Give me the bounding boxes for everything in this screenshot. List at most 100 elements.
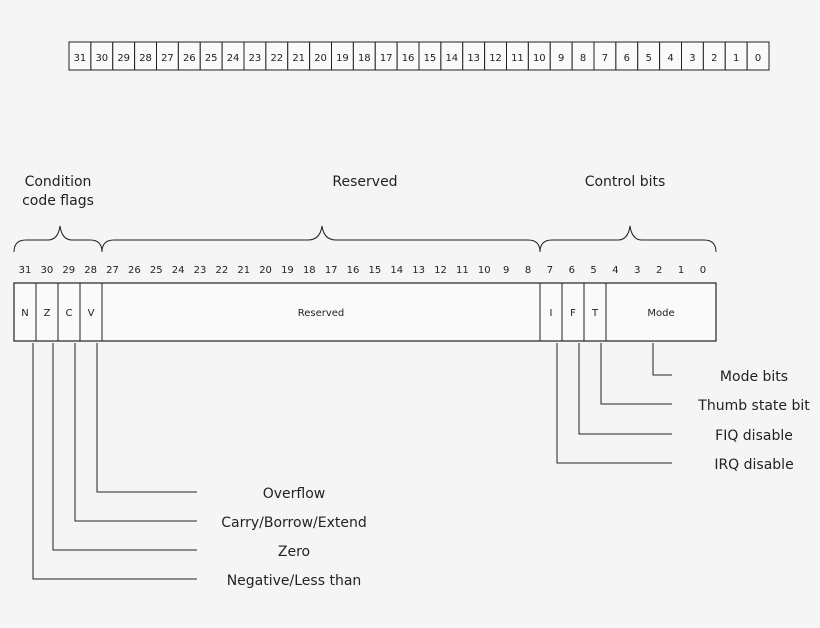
- bit-ruler-number: 24: [227, 53, 240, 64]
- bit-number-label: 27: [106, 265, 119, 276]
- bit-number-label: 29: [62, 265, 75, 276]
- condition-flags-heading-line1: Condition: [25, 174, 92, 190]
- bit-number-label: 14: [390, 265, 403, 276]
- bit-ruler-number: 3: [689, 53, 695, 64]
- bit-ruler-number: 14: [445, 53, 458, 64]
- bit-ruler-number: 0: [755, 53, 761, 64]
- bit-number-label: 7: [547, 265, 553, 276]
- bit-ruler-number: 25: [205, 53, 218, 64]
- bit-number-label: 22: [215, 265, 228, 276]
- bit-number-label: 26: [128, 265, 141, 276]
- callout-carry-borrow-extend: Carry/Borrow/Extend: [221, 515, 366, 531]
- flag-c: C: [66, 308, 73, 319]
- condition-flags-brace: [13, 225, 103, 253]
- bit-ruler-number: 23: [249, 53, 262, 64]
- bit-ruler-number: 5: [646, 53, 652, 64]
- condition-flags-heading-line2: code flags: [22, 193, 94, 209]
- bit-number-label: 6: [569, 265, 575, 276]
- bit-ruler-number: 15: [424, 53, 437, 64]
- bit-number-label: 0: [700, 265, 706, 276]
- control-bit-i: I: [550, 308, 553, 319]
- bit-number-label: 10: [478, 265, 491, 276]
- cpsr-register-box: [13, 282, 717, 342]
- bit-number-label: 23: [194, 265, 207, 276]
- bit-ruler-number: 1: [733, 53, 739, 64]
- bit-ruler-number: 12: [489, 53, 502, 64]
- bit-number-label: 20: [259, 265, 272, 276]
- bit-number-label: 4: [612, 265, 618, 276]
- leader-negative: [32, 343, 197, 580]
- bit-number-label: 2: [656, 265, 662, 276]
- bit-number-label: 25: [150, 265, 163, 276]
- control-bit-f: F: [570, 308, 576, 319]
- flag-n: N: [21, 308, 28, 319]
- bit-ruler-number: 6: [624, 53, 630, 64]
- control-bits-heading: Control bits: [585, 174, 666, 190]
- reserved-heading: Reserved: [332, 174, 397, 190]
- bit-ruler-number: 10: [533, 53, 546, 64]
- bit-ruler-number: 7: [602, 53, 608, 64]
- callout-mode-bits: Mode bits: [720, 369, 788, 385]
- callout-overflow: Overflow: [263, 486, 326, 502]
- bit-number-label: 15: [369, 265, 382, 276]
- bit-ruler-number: 2: [711, 53, 717, 64]
- bit-ruler-number: 27: [161, 53, 174, 64]
- bit-ruler-number: 13: [467, 53, 480, 64]
- bit-number-label: 3: [634, 265, 640, 276]
- bit-number-label: 17: [325, 265, 338, 276]
- bit-ruler-number: 4: [667, 53, 673, 64]
- bit-ruler-number: 21: [292, 53, 305, 64]
- bit-number-label: 5: [590, 265, 596, 276]
- bit-number-label: 16: [347, 265, 360, 276]
- leader-fiq-disable: [578, 343, 672, 435]
- bit-number-label: 13: [412, 265, 425, 276]
- reserved-field-label: Reserved: [298, 308, 345, 319]
- bit-ruler-number: 8: [580, 53, 586, 64]
- bit-ruler-cell: [746, 41, 770, 71]
- bit-ruler-number: 19: [336, 53, 349, 64]
- bit-ruler-number: 22: [270, 53, 283, 64]
- control-bits-brace: [539, 225, 717, 253]
- bit-ruler-number: 16: [402, 53, 415, 64]
- bit-number-label: 1: [678, 265, 684, 276]
- bit-ruler-number: 11: [511, 53, 524, 64]
- bit-number-label: 11: [456, 265, 469, 276]
- bit-number-label: 19: [281, 265, 294, 276]
- leader-thumb-state: [600, 343, 672, 405]
- callout-zero: Zero: [278, 544, 310, 560]
- bit-ruler-number: 9: [558, 53, 564, 64]
- leader-mode-bits: [652, 343, 672, 376]
- leader-irq-disable: [556, 343, 672, 464]
- bit-number-label: 31: [19, 265, 32, 276]
- bit-number-label: 9: [503, 265, 509, 276]
- bit-ruler-number: 26: [183, 53, 196, 64]
- mode-field-label: Mode: [647, 308, 674, 319]
- bit-number-label: 24: [172, 265, 185, 276]
- leader-zero: [52, 343, 197, 551]
- bit-ruler-number: 20: [314, 53, 327, 64]
- control-bit-t: T: [591, 308, 599, 319]
- leader-overflow: [96, 343, 197, 493]
- bit-ruler-number: 31: [74, 53, 87, 64]
- bit-ruler-number: 17: [380, 53, 393, 64]
- bit-number-label: 18: [303, 265, 316, 276]
- callout-thumb-state-bit: Thumb state bit: [697, 398, 810, 414]
- bit-number-label: 28: [84, 265, 97, 276]
- bit-ruler-number: 18: [358, 53, 371, 64]
- callout-fiq-disable: FIQ disable: [715, 428, 793, 444]
- bit-number-label: 12: [434, 265, 447, 276]
- bit-ruler-number: 29: [117, 53, 130, 64]
- reserved-brace: [101, 225, 541, 253]
- bit-number-label: 30: [41, 265, 54, 276]
- callout-irq-disable: IRQ disable: [714, 457, 793, 473]
- bit-ruler-number: 28: [139, 53, 152, 64]
- bit-number-label: 8: [525, 265, 531, 276]
- callout-negative-less-than: Negative/Less than: [227, 573, 362, 589]
- leader-carry: [74, 343, 197, 522]
- flag-v: V: [88, 308, 95, 319]
- flag-z: Z: [44, 308, 51, 319]
